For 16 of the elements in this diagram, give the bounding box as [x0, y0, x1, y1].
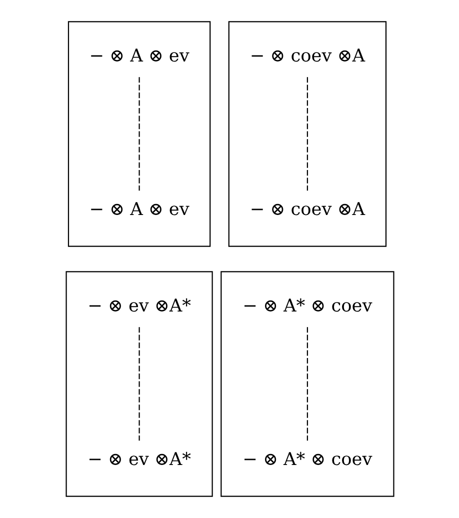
- connector: [306, 77, 308, 191]
- cluster: [220, 271, 394, 497]
- connector: [138, 77, 140, 191]
- node-text: − ⊗ A* ⊗ coev: [242, 296, 372, 316]
- node-text: − ⊗ coev ⊗A: [249, 200, 364, 220]
- node-text: − ⊗ coev ⊗A: [249, 46, 364, 66]
- connector: [138, 327, 140, 441]
- node-text: − ⊗ ev ⊗A*: [87, 296, 190, 316]
- connector: [306, 327, 308, 441]
- cluster: [228, 21, 386, 247]
- node-text: − ⊗ A ⊗ ev: [88, 200, 189, 220]
- cluster: [65, 271, 212, 497]
- node-text: − ⊗ ev ⊗A*: [87, 450, 190, 470]
- cluster: [67, 21, 210, 247]
- node-text: − ⊗ A* ⊗ coev: [242, 450, 372, 470]
- node-text: − ⊗ A ⊗ ev: [88, 46, 189, 66]
